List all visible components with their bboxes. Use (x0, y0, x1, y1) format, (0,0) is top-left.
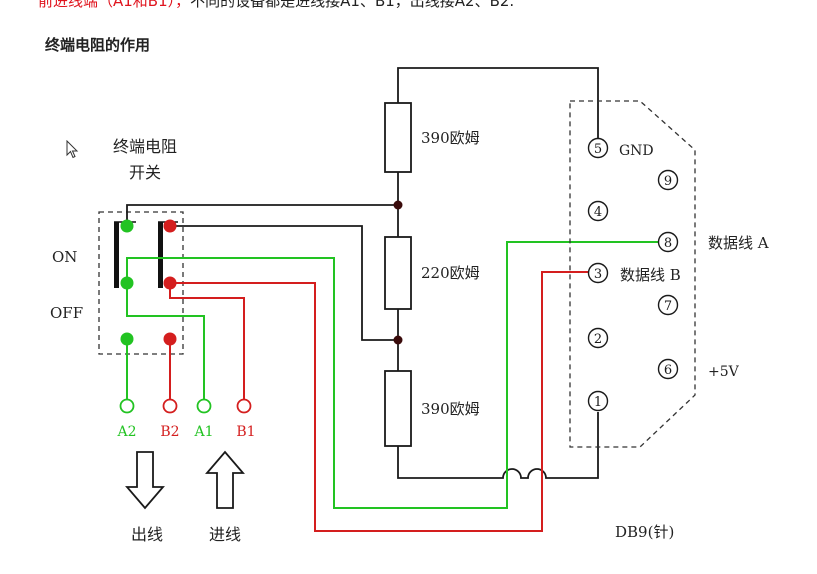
db9-pin-3: 3 (587, 262, 609, 284)
terminal-b1 (236, 398, 252, 414)
wire-data-a (126, 241, 658, 509)
terminal-label-b2: B2 (160, 424, 179, 440)
db9-pin-2: 2 (587, 327, 609, 349)
resistor-390-bottom (384, 370, 412, 447)
svg-text:1: 1 (594, 395, 602, 410)
pin-label-5v: +5V (708, 364, 740, 380)
switch-dot-b-top (163, 219, 177, 233)
svg-text:6: 6 (664, 363, 672, 378)
terminal-a1 (196, 398, 212, 414)
db9-pin-7: 7 (657, 294, 679, 316)
switch-lever-a (114, 222, 119, 288)
switch-dot-b-bottom (163, 332, 177, 346)
wire-bottom-pin1 (397, 412, 599, 479)
terminal-label-b1: B1 (236, 424, 255, 440)
resistor-label-bottom: 390欧姆 (421, 400, 480, 418)
db9-pin-8: 8 (657, 231, 679, 253)
arrow-down-icon (125, 451, 165, 510)
db9-pin-5: 5 (587, 137, 609, 159)
terminal-a2 (119, 398, 135, 414)
label-on: ON (52, 248, 77, 266)
svg-text:7: 7 (664, 299, 672, 314)
db9-pin-4: 4 (587, 200, 609, 222)
switch-title-line2: 开关 (129, 163, 161, 182)
resistor-390-top (384, 102, 412, 173)
junction-bottom (393, 335, 403, 345)
label-off: OFF (50, 304, 83, 322)
top-instruction-line: 前进线端（A1和B1），不同的设备都是进线接A1、B1，出线接A2、B2. (38, 0, 798, 11)
resistor-label-top: 390欧姆 (421, 129, 480, 147)
section-title: 终端电阻的作用 (45, 36, 151, 54)
svg-text:5: 5 (594, 142, 602, 157)
svg-text:3: 3 (594, 267, 602, 282)
pin-label-gnd: GND (619, 143, 654, 159)
terminal-b2 (162, 398, 178, 414)
svg-text:8: 8 (664, 236, 672, 251)
resistor-220 (384, 236, 412, 310)
switch-dot-a-bottom (120, 332, 134, 346)
label-in: 进线 (209, 525, 241, 544)
switch-lever-b (158, 222, 163, 288)
wire-top-black (126, 204, 398, 226)
wire-a1 (126, 283, 205, 399)
db9-pin-1: 1 (587, 390, 609, 412)
wire-data-b (170, 271, 588, 532)
switch-dot-b-mid (163, 276, 177, 290)
db9-connector-outline (569, 100, 696, 448)
terminal-label-a1: A1 (193, 424, 213, 440)
junction-top (393, 200, 403, 210)
switch-dot-a-top (120, 219, 134, 233)
top-line-black-text: 不同的设备都是进线接A1、B1，出线接A2、B2. (190, 0, 515, 10)
label-data-line-b: 数据线 B (620, 266, 681, 284)
label-out: 出线 (131, 525, 163, 544)
wire-mid-black (170, 225, 398, 341)
arrow-up-icon (205, 450, 245, 509)
svg-text:2: 2 (594, 332, 602, 347)
wire-gnd (397, 67, 599, 147)
wire-b1 (169, 283, 245, 399)
switch-title-line1: 终端电阻 (113, 137, 177, 156)
svg-text:4: 4 (594, 205, 602, 220)
db9-pin-9: 9 (657, 169, 679, 191)
mouse-cursor-icon (66, 140, 79, 159)
svg-text:9: 9 (664, 174, 672, 189)
top-line-red-text: 前进线端（A1和B1）， (38, 0, 191, 10)
switch-dot-a-mid (120, 276, 134, 290)
connector-label: DB9(针) (615, 523, 674, 541)
db9-pin-6: 6 (657, 358, 679, 380)
terminal-label-a2: A2 (116, 424, 136, 440)
label-data-line-a: 数据线 A (708, 234, 769, 252)
resistor-label-mid: 220欧姆 (421, 264, 480, 282)
